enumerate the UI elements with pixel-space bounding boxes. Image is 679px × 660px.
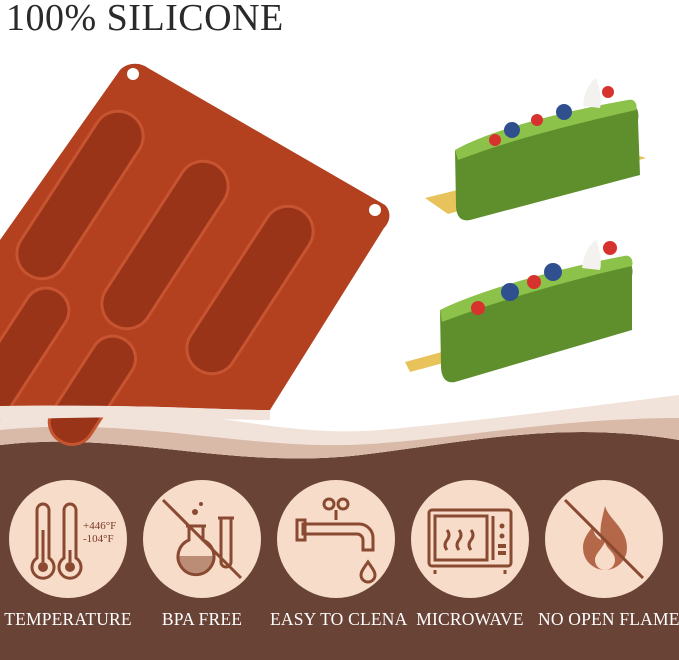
feature-label: TEMPERATURE xyxy=(4,609,132,629)
feature-circle xyxy=(143,480,261,598)
feature-label: NO OPEN FLAME xyxy=(538,609,679,629)
temperature-max: +446°F xyxy=(83,520,117,532)
feature-temperature: +446°F -104°F TEMPERATURE xyxy=(2,480,134,630)
feature-no-flame: NO OPEN FLAME xyxy=(538,480,679,630)
wave-mid xyxy=(0,418,679,459)
page-title: 100% SILICONE xyxy=(6,0,284,39)
temperature-range: +446°F -104°F xyxy=(83,520,116,546)
microwave-icon xyxy=(427,508,513,574)
thermometer-icon xyxy=(30,502,83,580)
feature-row: +446°F -104°F TEMPERATURE BPA FREE xyxy=(0,480,679,660)
cake-top xyxy=(425,78,646,221)
no-flame-icon xyxy=(563,498,645,580)
feature-circle xyxy=(277,480,395,598)
feature-circle: +446°F -104°F xyxy=(9,480,127,598)
feature-circle xyxy=(411,480,529,598)
feature-easy-clean: EASY TO CLENA xyxy=(270,480,408,630)
no-flask-icon xyxy=(161,498,243,580)
cake-bottom xyxy=(405,240,633,383)
faucet-icon xyxy=(295,497,377,584)
feature-label: EASY TO CLENA xyxy=(270,609,408,629)
silicone-mold xyxy=(0,63,390,446)
feature-bpa-free: BPA FREE xyxy=(136,480,268,630)
feature-microwave: MICROWAVE xyxy=(404,480,536,630)
temperature-min: -104°F xyxy=(83,533,114,545)
feature-label: MICROWAVE xyxy=(416,609,524,629)
feature-circle xyxy=(545,480,663,598)
feature-label: BPA FREE xyxy=(161,609,243,629)
